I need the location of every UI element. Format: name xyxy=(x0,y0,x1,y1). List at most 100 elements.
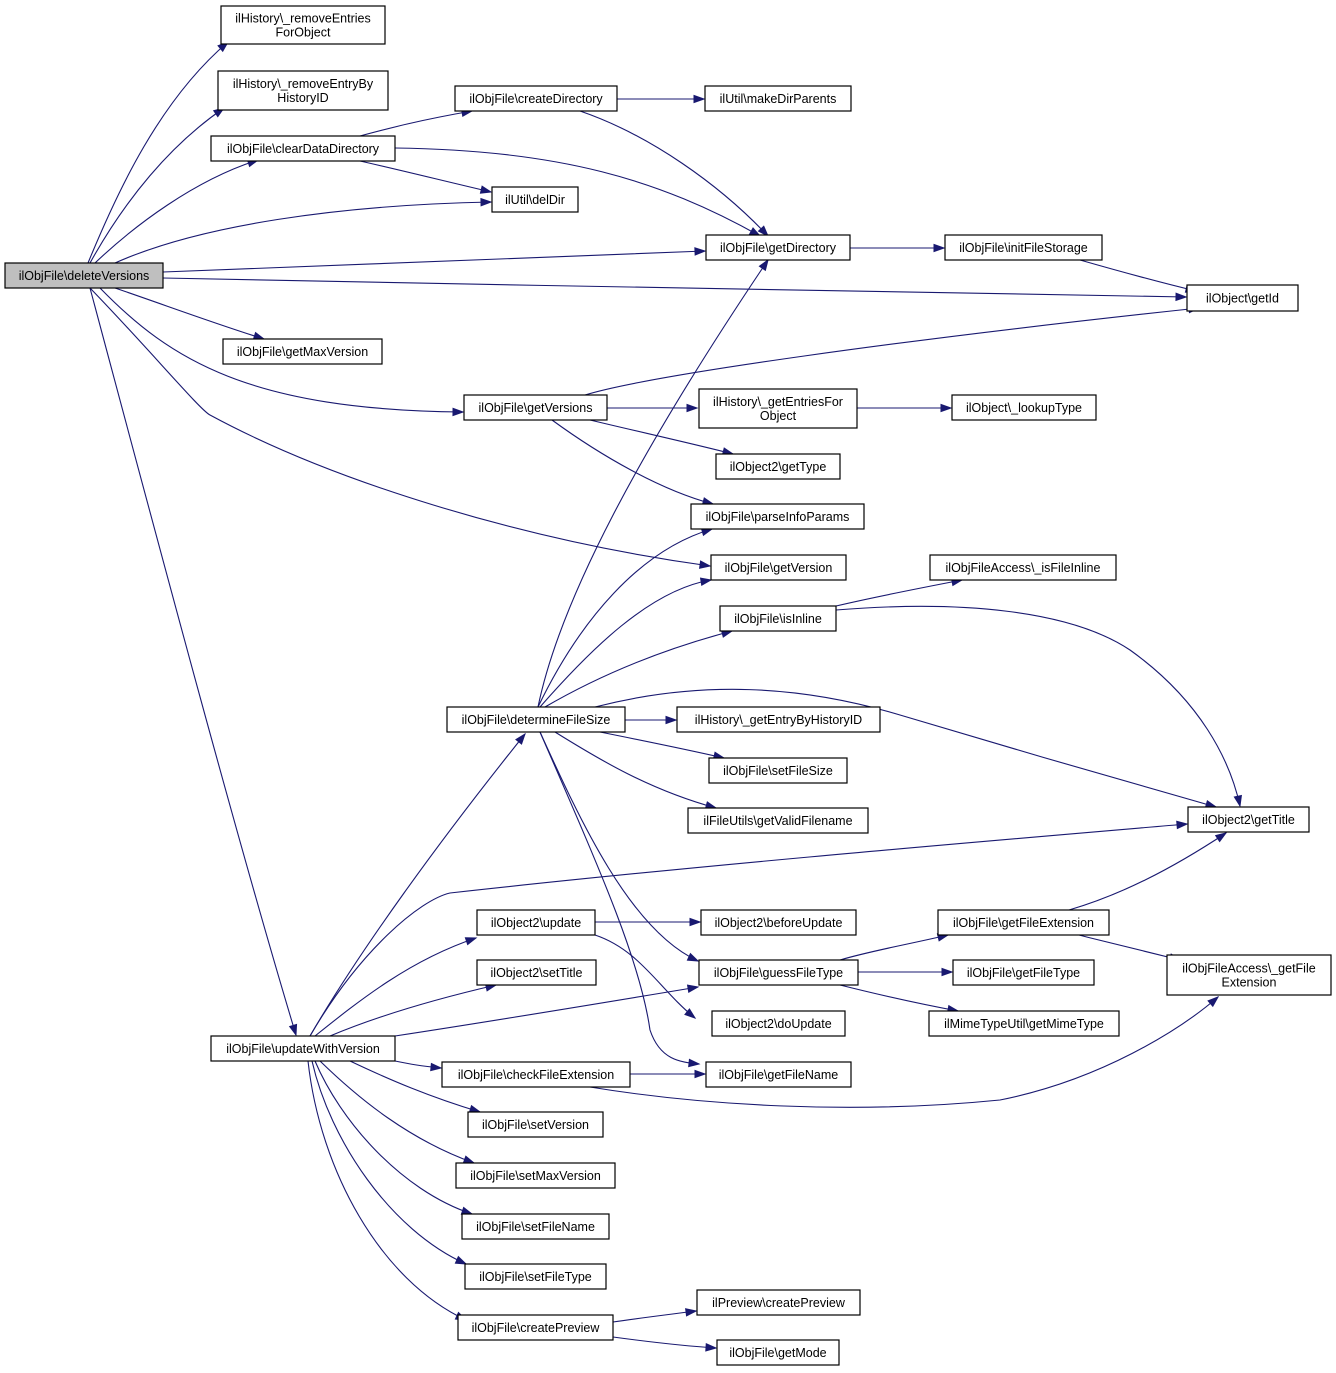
edge-line xyxy=(309,823,1188,1037)
node-getFileType[interactable]: ilObjFile\getFileType xyxy=(952,959,1095,986)
edge-line xyxy=(162,250,706,273)
node-box xyxy=(446,706,626,733)
node-getDirectory[interactable]: ilObjFile\getDirectory xyxy=(705,234,851,261)
edge-deleteVersions-to-delDir xyxy=(114,197,493,264)
node-label: ilObjFile\parseInfoParams xyxy=(706,510,850,524)
node-determineFileSize[interactable]: ilObjFile\determineFileSize xyxy=(446,706,626,733)
arrowhead xyxy=(693,94,706,104)
edge-update-to-doUpdate xyxy=(594,934,697,1019)
edge-line xyxy=(537,528,713,708)
node-box xyxy=(698,388,858,429)
arrowhead xyxy=(460,1206,474,1215)
node-box xyxy=(710,554,847,581)
edge-line xyxy=(99,287,464,413)
node-deleteVersions[interactable]: ilObjFile\deleteVersions xyxy=(4,262,164,289)
edge-determineFileSize-to-getVersion xyxy=(539,577,713,708)
node-setFileType[interactable]: ilObjFile\setFileType xyxy=(464,1263,607,1290)
edge-line xyxy=(839,934,949,961)
edge-line xyxy=(1078,934,1181,961)
node-getFileExtension[interactable]: ilObjFile\getFileExtension xyxy=(937,909,1110,936)
node-label: ilHistory\_removeEntryBy xyxy=(233,77,374,91)
node-label: ilObjFile\setMaxVersion xyxy=(470,1169,601,1183)
arrowhead xyxy=(1175,292,1188,302)
edge-line xyxy=(551,419,714,505)
node-getEntryByHistoryID[interactable]: ilHistory\_getEntryByHistoryID xyxy=(676,706,881,733)
node-getFileName[interactable]: ilObjFile\getFileName xyxy=(705,1061,852,1088)
edge-getFileExtension-to-getTitle xyxy=(1068,832,1228,911)
arrowhead xyxy=(699,560,712,569)
node-box xyxy=(929,554,1117,581)
node-doUpdate[interactable]: ilObject2\doUpdate xyxy=(711,1010,846,1037)
node-box xyxy=(937,909,1110,936)
edge-line xyxy=(394,147,761,237)
node-parseInfoParams[interactable]: ilObjFile\parseInfoParams xyxy=(690,503,865,530)
node-box xyxy=(676,706,881,733)
node-getMode[interactable]: ilObjFile\getMode xyxy=(716,1339,840,1366)
node-label: ForObject xyxy=(276,26,331,40)
node-box xyxy=(951,394,1097,421)
node-update[interactable]: ilObject2\update xyxy=(476,909,596,936)
edge-line xyxy=(394,986,699,1037)
node-setVersion[interactable]: ilObjFile\setVersion xyxy=(467,1111,604,1138)
node-getType[interactable]: ilObject2\getType xyxy=(715,453,841,480)
node-box xyxy=(952,959,1095,986)
node-createPreview[interactable]: ilObjFile\createPreview xyxy=(457,1314,614,1341)
node-initFileStorage[interactable]: ilObjFile\initFileStorage xyxy=(944,234,1103,261)
edge-line xyxy=(839,984,959,1012)
node-getValidFilename[interactable]: ilFileUtils\getValidFilename xyxy=(687,807,869,834)
node-isInline[interactable]: ilObjFile\isInline xyxy=(719,605,837,632)
node-checkFileExtension[interactable]: ilObjFile\checkFileExtension xyxy=(441,1061,631,1088)
edge-guessFileType-to-getFileExtension xyxy=(839,933,950,961)
node-box xyxy=(696,1289,861,1316)
arrowhead xyxy=(686,952,700,962)
node-setMaxVersion[interactable]: ilObjFile\setMaxVersion xyxy=(455,1162,616,1189)
node-getTitle[interactable]: ilObject2\getTitle xyxy=(1187,806,1310,833)
node-makeDirParents[interactable]: ilUtil\makeDirParents xyxy=(704,85,852,112)
node-box xyxy=(222,338,383,365)
edge-updateWithVersion-to-setFileType xyxy=(311,1060,468,1265)
arrowhead xyxy=(699,577,713,586)
edge-clearDataDirectory-to-createDirectory xyxy=(359,108,474,137)
arrowhead xyxy=(452,407,465,417)
node-setTitle[interactable]: ilObject2\setTitle xyxy=(476,959,597,986)
node-label: ilUtil\makeDirParents xyxy=(720,92,837,106)
node-getMimeType[interactable]: ilMimeTypeUtil\getMimeType xyxy=(928,1010,1120,1037)
node-label: ilObjFile\createDirectory xyxy=(469,92,603,106)
node-guessFileType[interactable]: ilObjFile\guessFileType xyxy=(698,959,859,986)
node-label: ilObjFile\getMode xyxy=(729,1346,826,1360)
node-layer: ilObjFile\deleteVersions ilHistory\_remov… xyxy=(4,5,1332,1366)
node-beforeUpdate[interactable]: ilObject2\beforeUpdate xyxy=(700,909,857,936)
node-updateWithVersion[interactable]: ilObjFile\updateWithVersion xyxy=(210,1035,396,1062)
node-isFileInline[interactable]: ilObjFileAccess\_isFileInline xyxy=(929,554,1117,581)
edge-line xyxy=(314,937,477,1037)
node-label: ilObjFile\getFileType xyxy=(967,966,1080,980)
node-accessGetFileExtension[interactable]: ilObjFileAccess\_getFileExtension xyxy=(1166,954,1332,996)
node-label: ilObjFile\setFileName xyxy=(476,1220,595,1234)
edge-determineFileSize-to-isInline xyxy=(544,629,734,708)
edge-update-to-beforeUpdate xyxy=(595,917,702,927)
arrowhead xyxy=(1233,794,1242,808)
node-clearDataDirectory[interactable]: ilObjFile\clearDataDirectory xyxy=(210,135,396,162)
arrowhead xyxy=(686,984,700,993)
node-getVersion[interactable]: ilObjFile\getVersion xyxy=(710,554,847,581)
node-createDirectory[interactable]: ilObjFile\createDirectory xyxy=(454,85,618,112)
node-label: ilFileUtils\getValidFilename xyxy=(703,814,852,828)
node-getId[interactable]: ilObject\getId xyxy=(1186,284,1299,312)
node-getVersions[interactable]: ilObjFile\getVersions xyxy=(463,394,608,421)
arrowhead xyxy=(430,1062,443,1072)
node-box xyxy=(4,262,164,289)
node-lookupType[interactable]: ilObject\_lookupType xyxy=(951,394,1097,421)
node-setFileSize[interactable]: ilObjFile\setFileSize xyxy=(708,757,848,784)
edge-deleteVersions-to-getDirectory xyxy=(162,247,707,273)
node-setFileName[interactable]: ilObjFile\setFileName xyxy=(461,1213,610,1240)
edge-line xyxy=(554,731,717,809)
edge-determineFileSize-to-setFileSize xyxy=(599,731,726,760)
node-previewCreatePreview[interactable]: ilPreview\createPreview xyxy=(696,1289,861,1316)
node-delDir[interactable]: ilUtil\delDir xyxy=(491,186,579,213)
node-getMaxVersion[interactable]: ilObjFile\getMaxVersion xyxy=(222,338,383,365)
edge-line xyxy=(835,605,1241,807)
arrowhead xyxy=(757,225,770,238)
